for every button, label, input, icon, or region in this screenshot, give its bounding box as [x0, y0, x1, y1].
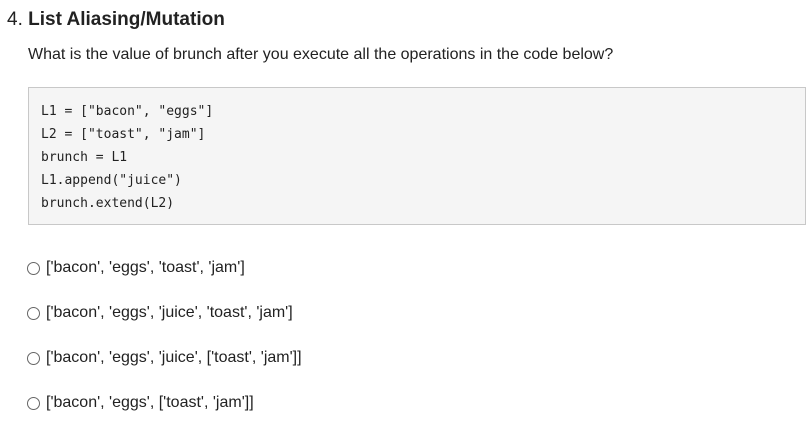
answer-option-4[interactable]: ['bacon', 'eggs', ['toast', 'jam']]	[27, 392, 302, 414]
question-prompt: What is the value of brunch after you ex…	[28, 46, 614, 63]
code-line: L1.append("juice")	[41, 173, 182, 188]
question-header: 4. List Aliasing/Mutation	[7, 8, 225, 32]
code-line: L2 = ["toast", "jam"]	[41, 127, 206, 142]
code-block: L1 = ["bacon", "eggs"] L2 = ["toast", "j…	[28, 87, 806, 225]
question-number: 4.	[7, 9, 23, 30]
answer-option-label: ['bacon', 'eggs', 'juice', ['toast', 'ja…	[46, 349, 302, 366]
answer-option-label: ['bacon', 'eggs', 'juice', 'toast', 'jam…	[46, 304, 293, 321]
answer-option-label: ['bacon', 'eggs', 'toast', 'jam']	[46, 259, 245, 276]
question-title: List Aliasing/Mutation	[28, 9, 225, 30]
radio-button[interactable]	[27, 396, 40, 410]
answer-option-1[interactable]: ['bacon', 'eggs', 'toast', 'jam']	[27, 257, 302, 279]
answer-options: ['bacon', 'eggs', 'toast', 'jam'] ['baco…	[27, 257, 302, 437]
answer-option-2[interactable]: ['bacon', 'eggs', 'juice', 'toast', 'jam…	[27, 302, 302, 324]
radio-button[interactable]	[27, 306, 40, 320]
code-line: brunch = L1	[41, 150, 128, 165]
code-line: brunch.extend(L2)	[41, 196, 175, 211]
answer-option-3[interactable]: ['bacon', 'eggs', 'juice', ['toast', 'ja…	[27, 347, 302, 369]
radio-button[interactable]	[27, 261, 40, 275]
answer-option-label: ['bacon', 'eggs', ['toast', 'jam']]	[46, 394, 254, 411]
code-line: L1 = ["bacon", "eggs"]	[41, 104, 214, 119]
radio-button[interactable]	[27, 351, 40, 365]
